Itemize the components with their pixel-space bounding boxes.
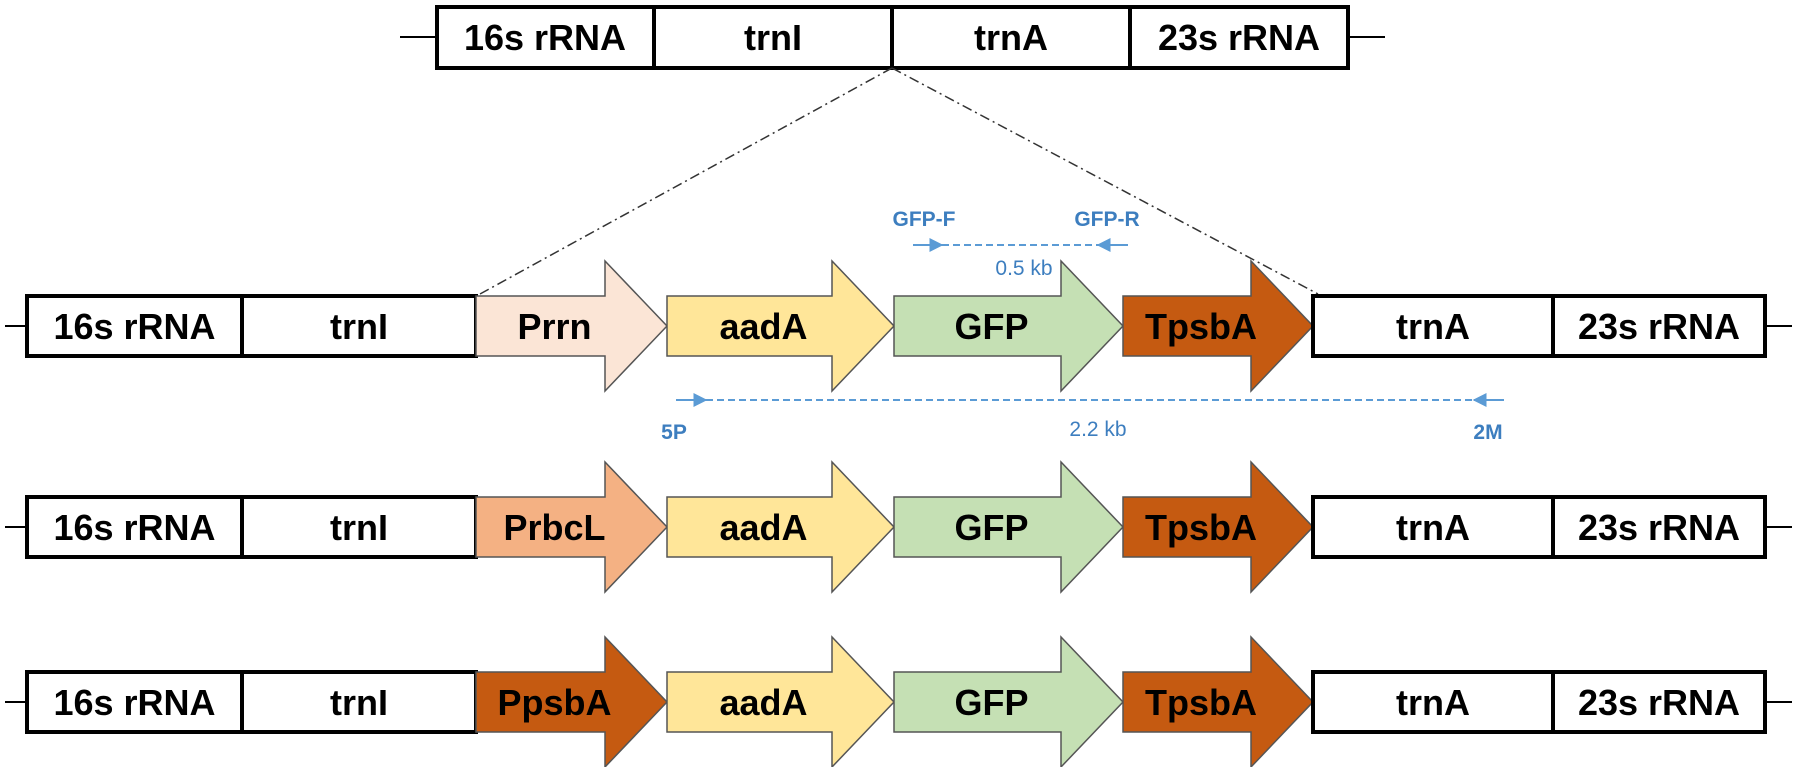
gene-arrow-aada: [666, 635, 896, 767]
gene-arrow-aada: [666, 460, 896, 594]
box-label-trni: trnI: [330, 507, 388, 548]
box-trna: [1311, 294, 1555, 358]
box-23s-rrna: [1551, 670, 1767, 734]
gene-arrow-aada: [666, 259, 896, 393]
gene-arrow-label-gfp: GFP: [954, 507, 1028, 548]
gene-arrow-label-gfp: GFP: [954, 682, 1028, 723]
box-label-23s-rrna: 23s rRNA: [1578, 306, 1740, 347]
construct-row-2: 16s rRNA trnI PrbcL aadA GFP TpsbA trnA 23s rRN…: [5, 460, 1792, 594]
box-label-16s-rrna: 16s rRNA: [53, 306, 215, 347]
flank-primer-annotation: 5P 2M 2.2 kb: [661, 393, 1504, 444]
construct-rows: 16s rRNA trnI Prrn aadA GFP TpsbA trnA 23s rRNA…: [5, 259, 1792, 767]
gene-arrow-prrn: [475, 259, 669, 393]
long-product-size-label: 2.2 kb: [1069, 418, 1126, 441]
gene-arrow-tpsba: [1122, 635, 1315, 767]
top-locus-label-trna: trnA: [974, 17, 1048, 58]
box-label-trni: trnI: [330, 306, 388, 347]
top-locus: 16s rRNA trnI trnA 23s rRNA: [400, 5, 1385, 70]
box-16s-rrna: [25, 670, 244, 734]
box-label-trna: trnA: [1396, 682, 1470, 723]
insertion-guide-left: [479, 67, 893, 295]
gene-arrow-label-tpsba: TpsbA: [1145, 682, 1257, 723]
top-locus-box-trna: [890, 5, 1132, 70]
gene-arrow-label-aada: aadA: [719, 507, 807, 548]
box-label-16s-rrna: 16s rRNA: [53, 682, 215, 723]
gfp-reverse-primer-label: GFP-R: [1074, 208, 1139, 231]
top-locus-label-trni: trnI: [744, 17, 802, 58]
gene-arrow-label-prbcl: PrbcL: [503, 507, 605, 548]
gene-arrow-label-gfp: GFP: [954, 306, 1028, 347]
gene-arrow-gfp: [893, 460, 1125, 594]
top-locus-label-16s-rrna: 16s rRNA: [464, 17, 626, 58]
box-label-23s-rrna: 23s rRNA: [1578, 682, 1740, 723]
gene-arrow-gfp: [893, 259, 1125, 393]
construct-row-3: 16s rRNA trnI PpsbA aadA GFP TpsbA trnA 23s rRN…: [5, 635, 1792, 767]
box-label-trni: trnI: [330, 682, 388, 723]
box-label-16s-rrna: 16s rRNA: [53, 507, 215, 548]
gene-arrow-label-tpsba: TpsbA: [1145, 306, 1257, 347]
gene-arrow-prbcl: [475, 460, 669, 594]
gene-arrow-label-tpsba: TpsbA: [1145, 507, 1257, 548]
gfp-primer-annotation: GFP-F GFP-R 0.5 kb: [893, 208, 1140, 280]
top-locus-box-23s-rrna: [1128, 5, 1350, 70]
box-trni: [240, 670, 478, 734]
box-trni: [240, 294, 478, 358]
box-label-trna: trnA: [1396, 306, 1470, 347]
gene-arrow-tpsba: [1122, 259, 1315, 393]
gene-arrow-gfp: [893, 635, 1125, 767]
gene-arrow-tpsba: [1122, 460, 1315, 594]
5p-primer-label: 5P: [661, 421, 687, 444]
gene-arrow-label-prrn: Prrn: [517, 306, 591, 347]
box-label-23s-rrna: 23s rRNA: [1578, 507, 1740, 548]
insertion-guide-right: [891, 67, 1319, 295]
box-23s-rrna: [1551, 495, 1767, 559]
gene-arrow-label-aada: aadA: [719, 682, 807, 723]
gene-arrow-ppsba: [475, 635, 669, 767]
box-label-trna: trnA: [1396, 507, 1470, 548]
2m-primer-label: 2M: [1473, 421, 1502, 444]
construct-row-1: 16s rRNA trnI Prrn aadA GFP TpsbA trnA 23s rRNA: [5, 259, 1792, 393]
top-locus-label-23s-rrna: 23s rRNA: [1158, 17, 1320, 58]
box-23s-rrna: [1551, 294, 1767, 358]
gene-arrow-label-ppsba: PpsbA: [497, 682, 611, 723]
gfp-product-size-label: 0.5 kb: [995, 257, 1052, 280]
gene-arrow-label-aada: aadA: [719, 306, 807, 347]
gfp-forward-primer-label: GFP-F: [893, 208, 956, 231]
